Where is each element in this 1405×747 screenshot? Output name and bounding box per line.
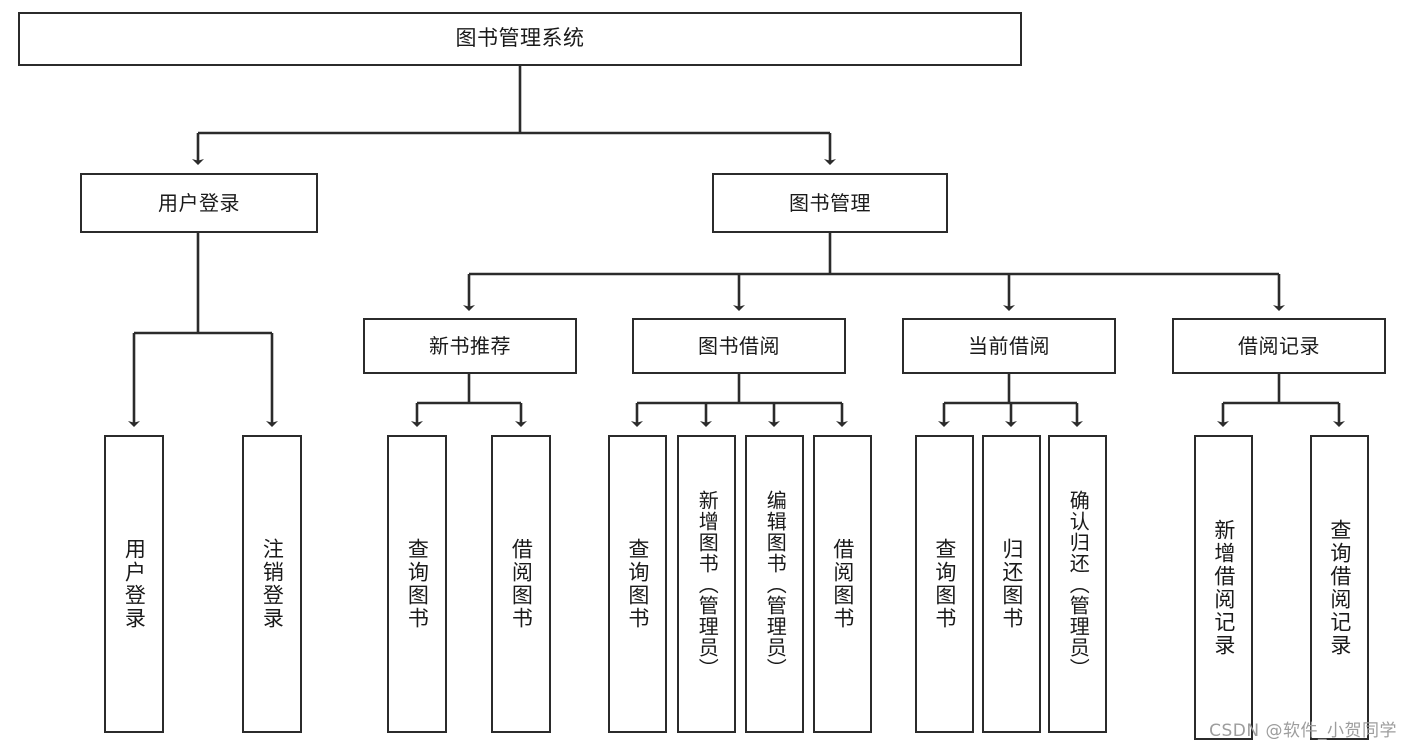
node-label: 当前借阅 [968, 333, 1050, 358]
csdn-watermark: CSDN @软件_小贺同学 [1209, 721, 1397, 741]
node-label: 新增图书（管理员） [695, 489, 720, 679]
node-leaf-query-books-current[interactable]: 查询图书 [915, 435, 974, 733]
node-leaf-add-book-admin[interactable]: 新增图书（管理员） [677, 435, 736, 733]
node-leaf-query-books-recommend[interactable]: 查询图书 [387, 435, 447, 733]
node-borrow-record[interactable]: 借阅记录 [1172, 318, 1386, 374]
node-book-borrow[interactable]: 图书借阅 [632, 318, 846, 374]
node-label: 注销登录 [260, 538, 285, 630]
node-label: 用户登录 [158, 190, 240, 215]
node-book-management[interactable]: 图书管理 [712, 173, 948, 233]
node-label: 图书借阅 [698, 333, 780, 358]
node-leaf-borrow-books-recommend[interactable]: 借阅图书 [491, 435, 551, 733]
node-label: 图书管理 [789, 190, 871, 215]
node-root-book-management-system[interactable]: 图书管理系统 [18, 12, 1022, 66]
node-leaf-logout[interactable]: 注销登录 [242, 435, 302, 733]
node-label: 查询图书 [625, 538, 650, 630]
node-new-book-recommend[interactable]: 新书推荐 [363, 318, 577, 374]
node-label: 用户登录 [122, 538, 147, 630]
node-leaf-confirm-return-admin[interactable]: 确认归还（管理员） [1048, 435, 1107, 733]
node-leaf-query-books-borrow[interactable]: 查询图书 [608, 435, 667, 733]
node-leaf-query-borrow-record[interactable]: 查询借阅记录 [1310, 435, 1369, 740]
node-leaf-add-borrow-record[interactable]: 新增借阅记录 [1194, 435, 1253, 740]
node-label: 查询图书 [405, 538, 430, 630]
node-label: 归还图书 [999, 538, 1024, 630]
node-label: 借阅记录 [1238, 333, 1320, 358]
node-label: 借阅图书 [830, 538, 855, 630]
node-label: 新书推荐 [429, 333, 511, 358]
node-label: 查询图书 [932, 538, 957, 630]
node-current-borrow[interactable]: 当前借阅 [902, 318, 1116, 374]
node-label: 借阅图书 [509, 538, 534, 630]
node-leaf-user-login[interactable]: 用户登录 [104, 435, 164, 733]
node-label: 图书管理系统 [455, 26, 585, 51]
node-label: 编辑图书（管理员） [763, 489, 788, 679]
node-leaf-edit-book-admin[interactable]: 编辑图书（管理员） [745, 435, 804, 733]
node-leaf-return-books[interactable]: 归还图书 [982, 435, 1041, 733]
node-label: 查询借阅记录 [1327, 518, 1352, 657]
node-leaf-borrow-books[interactable]: 借阅图书 [813, 435, 872, 733]
node-user-login[interactable]: 用户登录 [80, 173, 318, 233]
node-label: 确认归还（管理员） [1066, 489, 1091, 679]
node-label: 新增借阅记录 [1211, 518, 1236, 657]
